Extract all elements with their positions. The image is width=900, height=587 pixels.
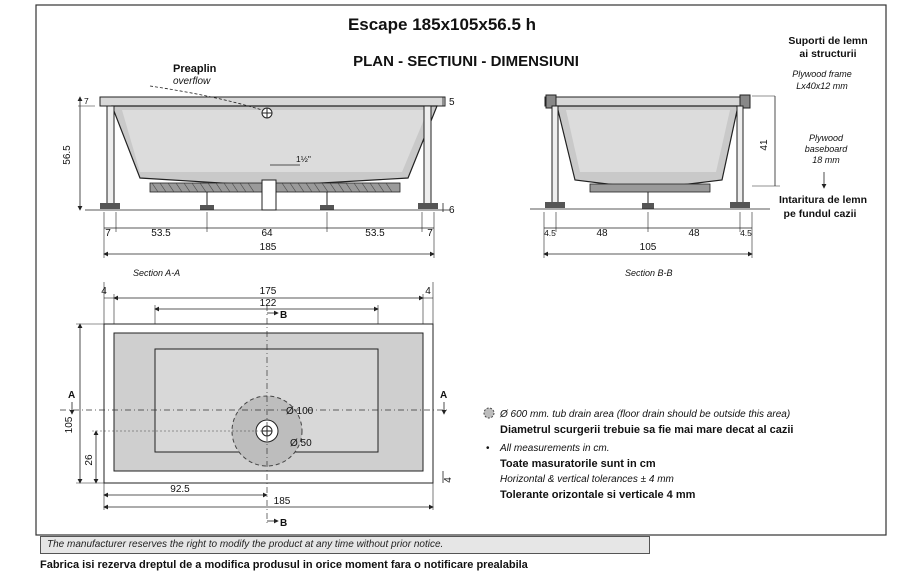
drain-area-legend-icon — [483, 407, 495, 419]
drawing-frame — [35, 4, 887, 536]
height-total-dim: 56.5 — [62, 145, 73, 165]
drain-d100-label: Ø 100 — [286, 406, 314, 417]
foot-mid-right — [320, 205, 334, 210]
foot-mid-left — [200, 205, 214, 210]
foot-right — [418, 203, 438, 209]
bottom-dim-2: 53.5 — [151, 228, 171, 239]
plan-dim-rim-right: 4 — [425, 286, 431, 297]
section-b-top: B — [280, 310, 287, 321]
baseboard-label-1: Plywood — [809, 133, 844, 143]
bb-bottom-dim-3: 48 — [688, 228, 700, 239]
overall-length-dim: 185 — [260, 242, 277, 253]
notes-block: Ø 600 mm. tub drain area (floor drain sh… — [483, 407, 793, 501]
bullet-icon: • — [486, 443, 490, 454]
overflow-label-en: overflow — [173, 76, 211, 87]
baseboard-label-3: 18 mm — [812, 155, 840, 165]
frame-label-ro-1: Suporti de lemn — [788, 35, 867, 47]
bottom-dim-5: 7 — [427, 228, 433, 239]
height-41-dim: 41 — [759, 139, 770, 151]
note-tolerance-ro: Tolerante orizontale si verticale 4 mm — [500, 489, 696, 501]
note-tolerance-en: Horizontal & vertical tolerances ± 4 mm — [500, 474, 674, 485]
reinforce-label-2: pe fundul cazii — [784, 208, 857, 220]
bottom-dim-4: 53.5 — [365, 228, 385, 239]
plan-view: 4 175 122 4 Ø 100 Ø 50 B B A A 105 — [60, 282, 454, 529]
bb-bottom-dim-4: 4.5 — [740, 228, 752, 238]
rim-top-dim: 7 — [84, 96, 89, 106]
reinforce-label-1: Intaritura de lemn — [779, 194, 867, 206]
overflow-label-ro: Preaplin — [173, 63, 217, 75]
rim-right-dim: 5 — [449, 97, 455, 108]
drain-d50-label: Ø 50 — [290, 438, 312, 449]
plan-width-dim: 105 — [64, 416, 75, 433]
disclaimer-ro: Fabrica isi rezerva dreptul de a modific… — [40, 559, 528, 571]
overflow-leader — [149, 85, 263, 111]
frame-label-ro-2: ai structurii — [799, 48, 856, 60]
drain-offset-y-dim: 26 — [84, 454, 95, 466]
leg-right — [423, 105, 432, 209]
plan-dim-rim-left: 4 — [101, 286, 107, 297]
note-drain-area-ro: Diametrul scurgerii trebuie sa fie mai m… — [500, 424, 793, 436]
plan-dim-175: 175 — [260, 286, 277, 297]
section-bb-baseboard — [589, 183, 711, 193]
gap-right-dim: 4 — [443, 477, 454, 483]
plan-length-dim: 185 — [274, 496, 291, 507]
bottom-dim-3: 64 — [261, 228, 273, 239]
disclaimer-en: The manufacturer reserves the right to m… — [40, 536, 650, 554]
drawing-title: Escape 185x105x56.5 h — [348, 15, 536, 34]
foot-left — [100, 203, 120, 209]
note-measure-ro: Toate masuratorile sunt in cm — [500, 458, 656, 470]
section-aa-caption: Section A-A — [133, 268, 180, 278]
section-a-right: A — [440, 390, 447, 401]
plan-dim-122: 122 — [260, 298, 277, 309]
drain-size-label: 1½" — [296, 154, 311, 164]
frame-label-en-1: Plywood frame — [792, 69, 852, 79]
baseboard-label-2: baseboard — [805, 144, 849, 154]
bb-bottom-dim-2: 48 — [596, 228, 608, 239]
section-bb-rim — [544, 96, 751, 107]
section-aa-drain-pipe — [261, 179, 277, 211]
bb-bottom-dim-1: 4.5 — [544, 228, 556, 238]
section-aa-view: 1½" Preaplin overflow 56.5 7 5 6 — [62, 63, 455, 278]
note-drain-area-en: Ø 600 mm. tub drain area (floor drain sh… — [499, 409, 790, 420]
leg-left — [106, 105, 115, 209]
section-aa-rim — [99, 96, 446, 107]
overall-width-dim: 105 — [640, 242, 657, 253]
section-a-left: A — [68, 390, 75, 401]
foot-height-dim: 6 — [449, 205, 455, 216]
bottom-dim-1: 7 — [105, 228, 111, 239]
note-measure-en: All measurements in cm. — [499, 443, 609, 454]
section-aa-inner — [122, 110, 428, 172]
section-bb-view: 41 Suporti de lemn ai structurii Plywood… — [530, 35, 868, 278]
section-b-bottom: B — [280, 518, 287, 529]
drain-offset-x-dim: 92.5 — [170, 484, 190, 495]
section-aa-hatch — [151, 182, 393, 193]
section-bb-caption: Section B-B — [625, 268, 673, 278]
frame-label-en-2: Lx40x12 mm — [796, 81, 848, 91]
drawing-subtitle: PLAN - SECTIUNI - DIMENSIUNI — [353, 53, 579, 70]
